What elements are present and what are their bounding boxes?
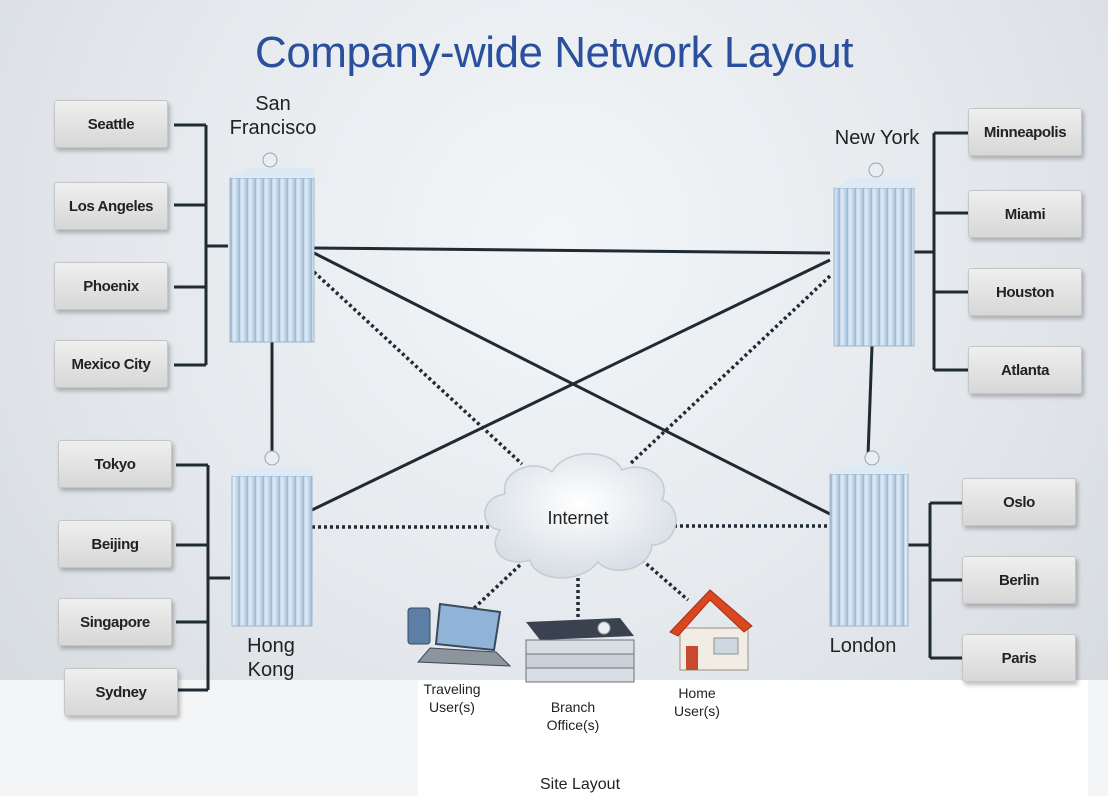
branch-box: Atlanta [968,346,1082,394]
laptop-icon [407,602,512,667]
hk-branch-bracket [176,463,230,692]
home-users-label: Home User(s) [674,685,720,719]
ny-hub-label: New York [834,127,920,149]
internet-label: Internet [547,508,609,528]
traveling-users-label: Traveling User(s) [423,681,481,715]
branch-box: Phoenix [54,262,168,310]
branch-box: Mexico City [54,340,168,388]
low-rise-building-icon [525,618,635,683]
sf-hub-label: San Francisco [229,93,317,139]
vpn-links [312,270,832,618]
london-branch-bracket [908,501,962,660]
diagram-title: Company-wide Network Layout [255,28,853,77]
branch-box: Beijing [58,520,172,568]
branch-box: Houston [968,268,1082,316]
branch-box: Seattle [54,100,168,148]
branch-box: Tokyo [58,440,172,488]
sf-building-icon [229,152,315,343]
branch-box: Oslo [962,478,1076,526]
london-building-icon [829,450,909,627]
branch-box: Miami [968,190,1082,238]
london-hub-label: London [829,635,897,657]
branch-box: Berlin [962,556,1076,604]
ny-branch-bracket [914,131,968,372]
hk-building-icon [231,450,313,627]
ny-building-icon [833,162,915,347]
sf-branch-bracket [174,123,228,367]
branch-box: Singapore [58,598,172,646]
wan-links [270,246,874,516]
lower-band [0,680,1108,796]
branch-box: Sydney [64,668,178,716]
cloud-icon [484,453,677,579]
footer-caption: Site Layout [539,776,621,793]
branch-offices-label: Branch Office(s) [546,699,600,733]
hk-hub-label: Hong Kong [247,635,295,681]
branch-box: Paris [962,634,1076,682]
house-icon [669,589,753,671]
branch-box: Los Angeles [54,182,168,230]
branch-box: Minneapolis [968,108,1082,156]
